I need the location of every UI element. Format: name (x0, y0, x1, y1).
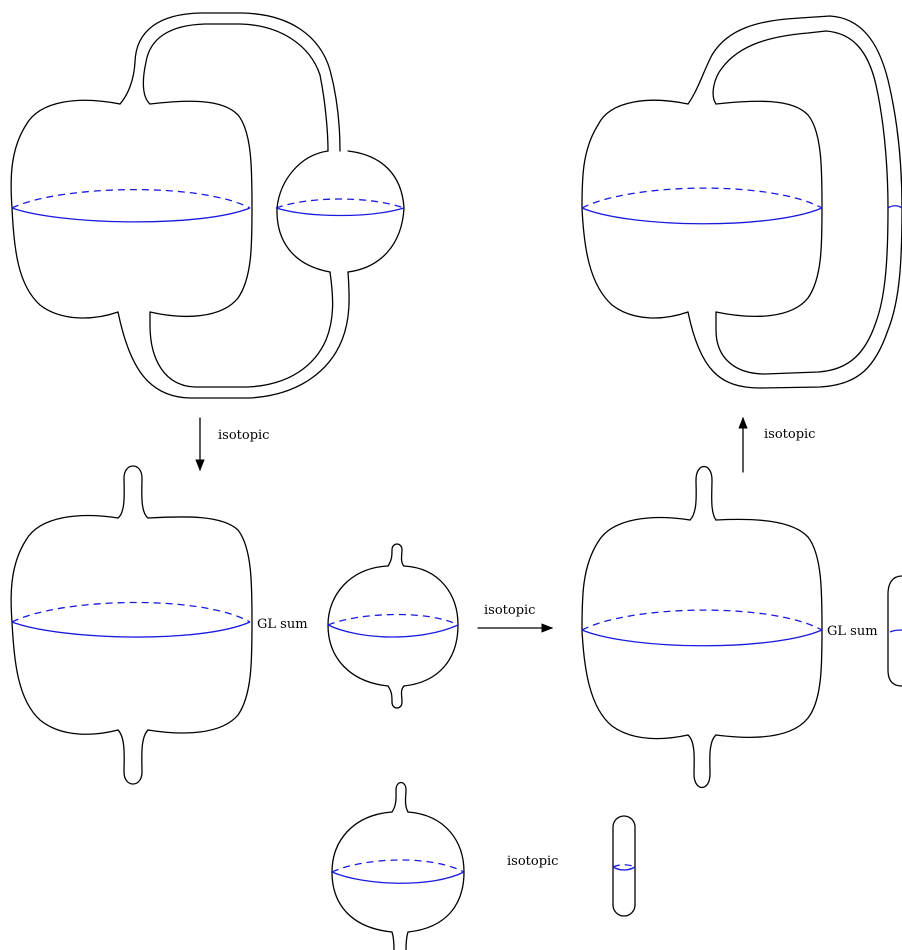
mid-left-equator-back (11, 601, 251, 623)
mid-right-top-finger (689, 465, 717, 521)
thin-tube (612, 815, 636, 917)
top-tube-outer (119, 12, 341, 152)
isotopic-down-label: isotopic (218, 428, 269, 443)
top-right-handle-equator (887, 205, 902, 209)
isotopic-right-label: isotopic (484, 603, 535, 618)
top-right-equator-front (581, 207, 823, 225)
top-right-handle-inner (712, 30, 889, 375)
top-right-sphere-outline (581, 99, 823, 319)
mid-left-equator-front (11, 621, 251, 638)
bottom-tube-outer (117, 271, 350, 399)
big-sphere-outline (10, 99, 253, 319)
mid-left-sphere-outline (10, 514, 253, 735)
big-sphere-equator-front (11, 207, 251, 223)
top-tube-inner (142, 23, 329, 152)
small-sphere-equator-back (275, 198, 405, 209)
thin-tube-outline (612, 815, 636, 917)
partial-thin-tube-equator (889, 629, 902, 633)
small-sphere-outline (276, 150, 405, 273)
mid-small-sphere-with-fingers (327, 543, 459, 709)
bottom-sphere-equator-front (331, 871, 465, 884)
big-sphere-equator-back (11, 188, 251, 209)
gl-sum-left-label: GL sum (257, 617, 308, 632)
mid-small-equator-front (327, 624, 459, 638)
bottom-tube-inner (149, 271, 334, 388)
mid-small-equator-back (327, 613, 459, 626)
mid-right-bottom-finger (687, 734, 717, 789)
top-right-equator-back (581, 187, 823, 209)
mid-left-sphere-with-fingers (10, 465, 253, 785)
mid-small-bottom-finger (387, 685, 405, 709)
mid-right-equator-front (581, 629, 823, 647)
thin-tube-equator-back (612, 864, 636, 868)
top-right-handle-outer (687, 15, 902, 389)
top-right-sphere-with-handle (581, 15, 902, 389)
bottom-finger (117, 729, 149, 785)
bottom-sphere-bottom-finger (391, 931, 409, 950)
top-finger (117, 465, 149, 519)
bottom-sphere-top-finger (391, 781, 409, 813)
bottom-sphere-equator-back (331, 859, 465, 873)
bottom-sphere-outline (331, 811, 465, 933)
gl-sum-right-label: GL sum (827, 624, 878, 639)
mid-small-sphere-outline (327, 565, 459, 687)
thin-tube-equator-front (612, 866, 636, 871)
bottom-sphere-with-fingers (331, 781, 465, 950)
mid-right-equator-back (581, 609, 823, 631)
top-left-connected-spheres (10, 12, 405, 399)
mid-right-sphere-outline (581, 516, 823, 740)
isotopic-bottom-label: isotopic (507, 854, 558, 869)
partial-thin-tube (887, 575, 902, 687)
mid-right-sphere-with-fingers (581, 465, 823, 789)
small-sphere-equator-front (275, 207, 405, 217)
isotopic-up-label: isotopic (764, 427, 815, 442)
mid-small-top-finger (387, 543, 405, 567)
